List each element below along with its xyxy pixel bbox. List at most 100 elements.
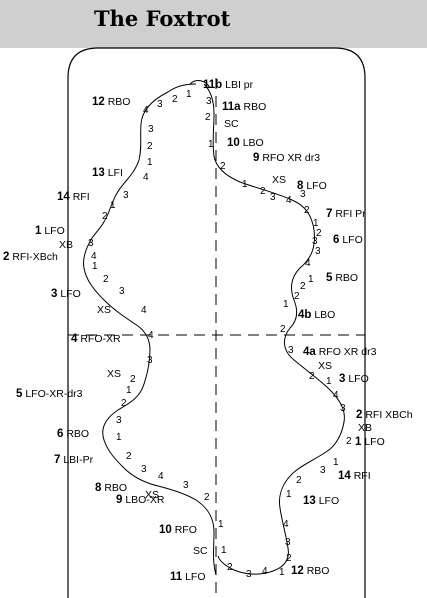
beat-count: 2 xyxy=(309,371,315,382)
beat-count: 1 xyxy=(110,200,116,211)
step-label: 6 LFO xyxy=(333,234,363,246)
beat-count: 3 xyxy=(123,190,129,201)
step-label: 14 RFI xyxy=(338,470,371,482)
beat-count: 2 xyxy=(121,398,127,409)
step-label: 7 LBI-Pr xyxy=(54,454,94,466)
beat-count: 1 xyxy=(326,376,332,387)
beat-count: 2 xyxy=(227,562,233,573)
beat-count: 2 xyxy=(220,161,226,172)
beat-count: 1 xyxy=(92,261,98,272)
beat-count: 1 xyxy=(333,457,339,468)
beat-count: 4 xyxy=(286,195,292,206)
beat-count: 2 xyxy=(260,186,266,197)
beat-count: 1 xyxy=(147,157,153,168)
beat-count: 3 xyxy=(147,355,153,366)
step-label: 4a RFO XR dr3 xyxy=(303,346,377,358)
step-label: 3 LFO xyxy=(51,288,81,300)
step-label: XS xyxy=(272,174,287,186)
beat-count: 1 xyxy=(286,489,292,500)
beat-count: 2 xyxy=(205,112,211,123)
pattern-tracing-upper-right xyxy=(203,83,345,575)
step-label: 7 RFI Pr xyxy=(326,208,366,220)
beat-count: 1 xyxy=(186,89,192,100)
step-label: 3 LFO xyxy=(339,373,369,385)
beat-count: 3 xyxy=(340,403,346,414)
beat-count: 3 xyxy=(141,464,147,475)
rink-outline xyxy=(67,47,366,598)
beat-count: 3 xyxy=(320,465,326,476)
beat-count: 3 xyxy=(183,480,189,491)
beat-count: 2 xyxy=(304,205,310,216)
step-label: 13 LFI xyxy=(92,167,123,179)
pattern-tracing-upper-left xyxy=(83,83,217,576)
step-label: 2 RFI-XBch xyxy=(3,251,58,263)
step-label: SC xyxy=(224,118,239,130)
step-label: 9 LBO-XR xyxy=(116,494,165,506)
title-bar: The Foxtrot xyxy=(0,0,427,48)
beat-count: 1 xyxy=(208,139,214,150)
beat-count: 2 xyxy=(286,553,292,564)
beat-count: 4 xyxy=(148,330,154,341)
step-label: 9 RFO XR dr3 xyxy=(253,152,321,164)
beat-count: 3 xyxy=(157,99,163,110)
step-label: XB xyxy=(358,422,373,434)
beat-count: 3 xyxy=(116,415,122,426)
beat-count: 2 xyxy=(316,228,322,239)
beat-count: 4 xyxy=(91,251,97,262)
beat-count: 1 xyxy=(283,299,289,310)
step-label: 8 LFO xyxy=(297,180,327,192)
step-label: SC xyxy=(193,545,208,557)
step-label: 11b LBI pr xyxy=(203,79,254,91)
beat-count: 2 xyxy=(103,274,109,285)
beat-count: 2 xyxy=(130,374,136,385)
beat-count: 2 xyxy=(300,281,306,292)
step-label: 4 RFO-XR xyxy=(71,333,121,345)
beat-count: 3 xyxy=(119,286,125,297)
beat-count: 3 xyxy=(315,246,321,257)
step-label: 10 LBO xyxy=(227,137,264,149)
beat-count: 3 xyxy=(206,96,212,107)
beat-count: 3 xyxy=(270,192,276,203)
beat-count: 2 xyxy=(204,492,210,503)
beat-count: 1 xyxy=(313,218,319,229)
beat-count: 3 xyxy=(246,569,252,580)
step-label: XS xyxy=(107,368,122,380)
step-label: XS xyxy=(318,360,333,372)
step-label: 12 RBO xyxy=(291,565,330,577)
step-label: 11a RBO xyxy=(222,101,267,113)
step-label: 6 RBO xyxy=(57,428,90,440)
step-label: 8 RBO xyxy=(95,482,128,494)
beat-count: 4 xyxy=(141,305,147,316)
beat-count: 3 xyxy=(300,189,306,200)
step-label: 4b LBO xyxy=(298,309,336,321)
beat-count: 3 xyxy=(285,537,291,548)
step-label: 11 LFO xyxy=(170,571,206,583)
beat-count: 2 xyxy=(147,141,153,152)
beat-count: 4 xyxy=(305,258,311,269)
step-label: 5 RBO xyxy=(326,272,359,284)
step-label: 1 LFO xyxy=(355,436,385,448)
beat-count: 1 xyxy=(218,519,224,530)
beat-count: 2 xyxy=(294,291,300,302)
beat-count: 2 xyxy=(280,324,286,335)
step-label: 5 LFO-XR-dr3 xyxy=(16,388,83,400)
step-label: 12 RBO xyxy=(92,96,131,108)
step-label: 14 RFI xyxy=(57,191,90,203)
beat-count: 1 xyxy=(116,432,122,443)
beat-count: 4 xyxy=(333,390,339,401)
beat-count: 2 xyxy=(102,211,108,222)
beat-count: 2 xyxy=(126,451,132,462)
beat-count: 4 xyxy=(143,105,149,116)
beat-count: 4 xyxy=(158,471,164,482)
beat-count: 3 xyxy=(148,124,154,135)
beat-count: 4 xyxy=(283,519,289,530)
beat-count: 1 xyxy=(279,567,285,578)
beat-count: 1 xyxy=(242,179,248,190)
step-label: 13 LFO xyxy=(303,495,340,507)
beat-count: 1 xyxy=(126,385,132,396)
step-label: 2 RFI XBCh xyxy=(356,409,413,421)
pattern-tracing-top-curl xyxy=(189,80,211,89)
step-label: XS xyxy=(97,304,112,316)
beat-count: 3 xyxy=(312,236,318,247)
